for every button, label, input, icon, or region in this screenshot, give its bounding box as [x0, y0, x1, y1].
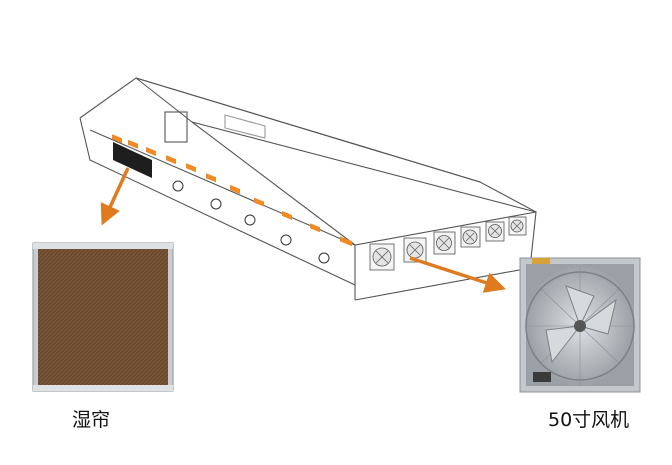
end-fan-icon	[508, 216, 527, 236]
end-fan-icon	[403, 237, 427, 263]
inlet-vent	[112, 134, 122, 144]
arrow-to-cooling-pad	[100, 167, 130, 226]
cooling-pad-icon	[32, 242, 174, 392]
inlet-vent	[128, 139, 138, 149]
end-fan-icon	[460, 226, 481, 248]
round-fan-icon	[172, 180, 184, 192]
inlet-vent	[166, 155, 176, 165]
inlet-vent	[206, 173, 216, 183]
round-fan-icon	[280, 234, 292, 246]
inlet-vent	[186, 163, 196, 173]
wall-round-fans	[172, 180, 330, 264]
end-door	[164, 111, 188, 143]
round-fan-icon	[318, 252, 330, 264]
end-wall-fans	[369, 216, 527, 271]
inlet-vent	[340, 236, 352, 247]
round-fan-icon	[244, 214, 256, 226]
cooling-pad-label: 湿帘	[72, 409, 111, 431]
inlet-vent	[254, 197, 264, 207]
exhaust-fan-icon	[519, 257, 641, 393]
inlet-vent	[146, 146, 156, 157]
inlet-vent	[230, 184, 240, 194]
end-fan-icon	[485, 221, 505, 242]
end-fan-icon	[433, 231, 456, 255]
inlet-vent	[282, 210, 292, 220]
wall-cooling-pad	[113, 142, 152, 178]
arrow-to-exhaust-fan	[409, 256, 506, 293]
end-fan-icon	[369, 243, 395, 271]
exhaust-fan-label: 50寸风机	[548, 409, 630, 431]
inlet-vents	[112, 134, 352, 247]
inlet-vent	[310, 223, 320, 233]
round-fan-icon	[210, 198, 222, 210]
